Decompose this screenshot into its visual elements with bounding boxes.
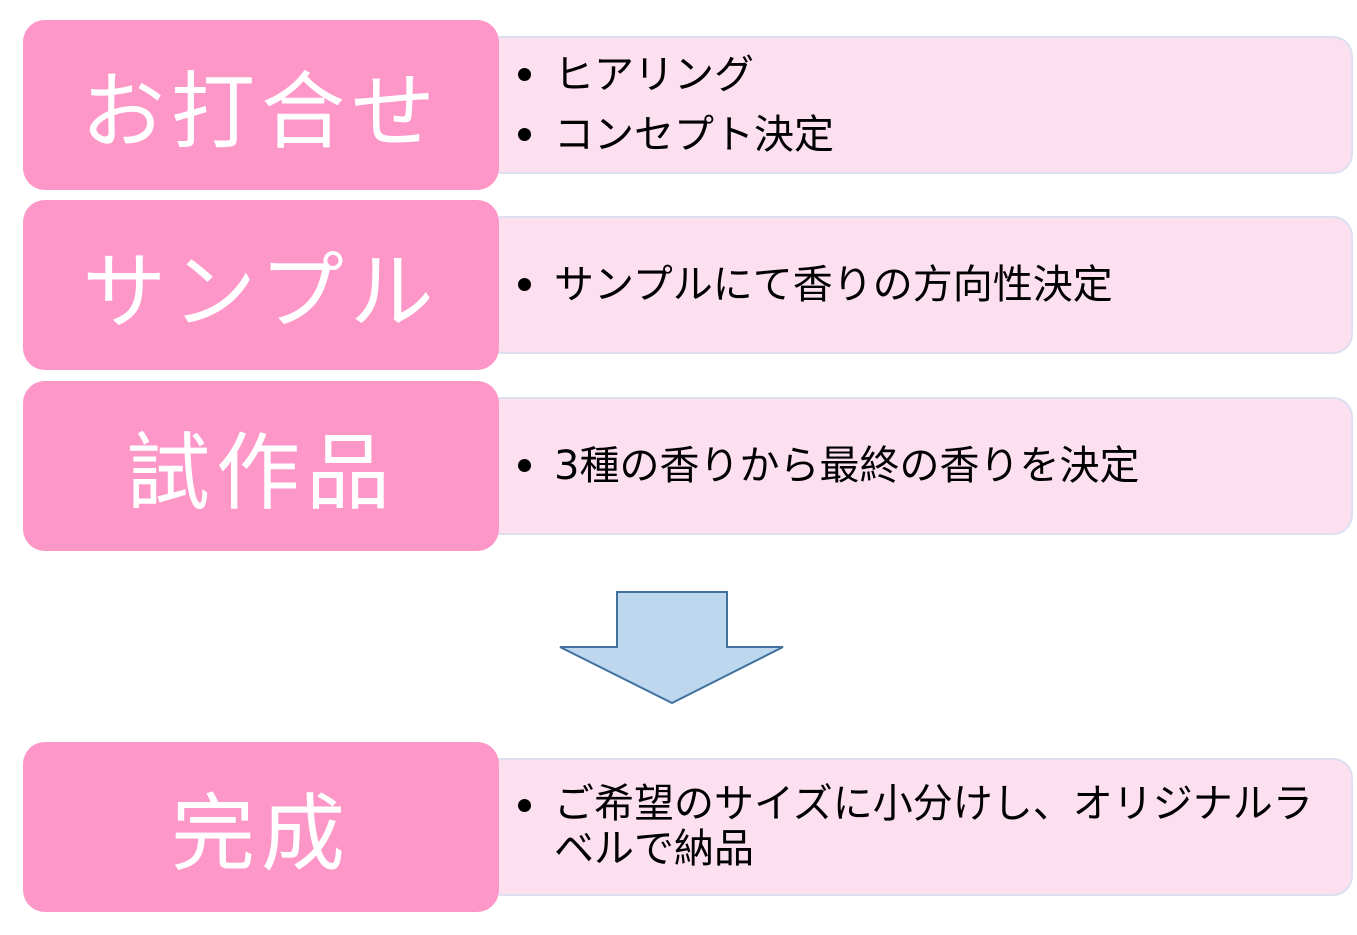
stage-meeting: お打合せ — [23, 20, 499, 190]
bullet-icon — [518, 128, 531, 141]
item-text: ご希望のサイズに小分けし、オリジナルラベルで納品 — [554, 781, 1313, 872]
item-text: コンセプト決定 — [554, 112, 834, 158]
bullet-icon — [518, 68, 531, 81]
arrow-shape — [559, 591, 784, 705]
stage-sample: サンプル — [23, 200, 499, 370]
detail-list: ヒアリング コンセプト決定 — [484, 45, 834, 165]
detail-list: 3種の香りから最終の香りを決定 — [484, 436, 1139, 496]
stage-prototype: 試作品 — [23, 381, 499, 551]
item-text: ヒアリング — [554, 52, 754, 98]
detail-list: サンプルにて香りの方向性決定 — [484, 255, 1113, 315]
step-detail-hearing: ヒアリング コンセプト決定 — [482, 36, 1353, 174]
step-detail-sample: サンプルにて香りの方向性決定 — [482, 216, 1353, 354]
stage-completion: 完成 — [23, 742, 499, 912]
list-item: ヒアリング — [518, 45, 834, 105]
list-item: ご希望のサイズに小分けし、オリジナルラベルで納品 — [518, 781, 1351, 872]
stage-title: サンプル — [82, 242, 440, 341]
detail-list: ご希望のサイズに小分けし、オリジナルラベルで納品 — [484, 782, 1351, 872]
step-detail-prototype: 3種の香りから最終の香りを決定 — [482, 397, 1353, 535]
list-item: サンプルにて香りの方向性決定 — [518, 255, 1113, 315]
stage-title: 完成 — [170, 784, 351, 883]
item-text: サンプルにて香りの方向性決定 — [554, 262, 1113, 308]
down-arrow-icon — [559, 591, 784, 705]
step-detail-completion: ご希望のサイズに小分けし、オリジナルラベルで納品 — [482, 758, 1353, 896]
bullet-icon — [518, 459, 531, 472]
list-item: 3種の香りから最終の香りを決定 — [518, 436, 1140, 496]
item-text: 3種の香りから最終の香りを決定 — [554, 443, 1140, 489]
bullet-icon — [518, 799, 531, 812]
stage-title: 試作品 — [125, 423, 396, 522]
stage-title: お打合せ — [80, 62, 441, 161]
list-item: コンセプト決定 — [518, 105, 834, 165]
bullet-icon — [518, 278, 531, 291]
